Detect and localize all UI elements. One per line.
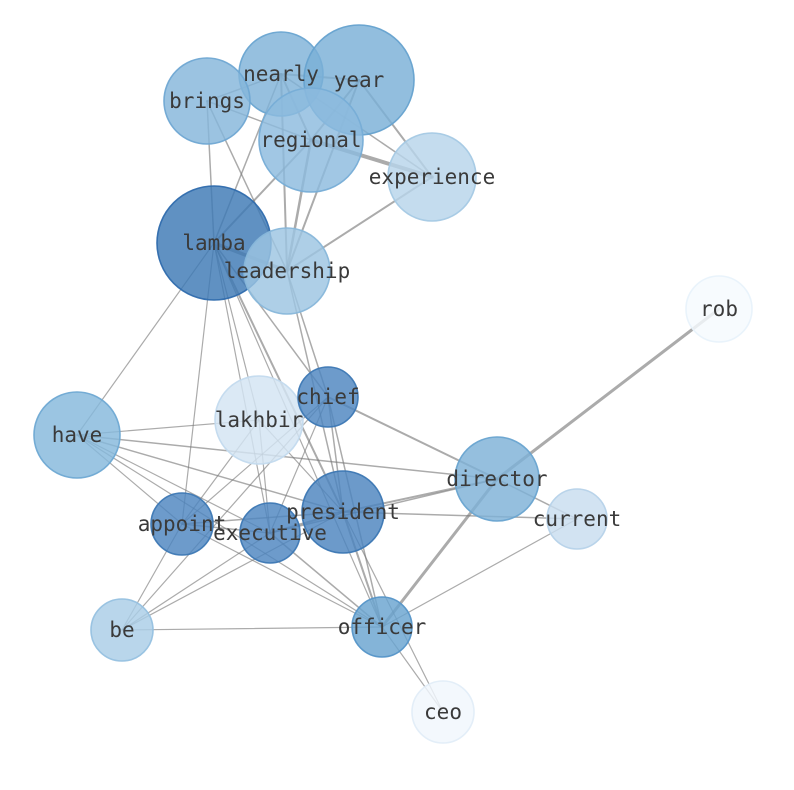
node-leadership <box>243 227 331 315</box>
node-label-leadership: leadership <box>224 259 350 283</box>
node-current <box>546 488 608 550</box>
node-label-ceo: ceo <box>424 700 462 724</box>
node-regional <box>258 87 364 193</box>
edge-be-officer <box>121 626 383 631</box>
node-label-appoint: appoint <box>138 512 227 536</box>
node-label-lamba: lamba <box>182 231 245 255</box>
node-director <box>454 436 540 522</box>
labels-layer: nearly year brings regional experience lamba l… <box>52 62 738 724</box>
node-ceo <box>411 680 475 744</box>
node-executive <box>239 502 301 564</box>
node-label-chief: chief <box>296 385 359 409</box>
node-label-president: president <box>286 500 400 524</box>
node-rob <box>685 275 753 343</box>
node-label-current: current <box>533 507 622 531</box>
node-label-year: year <box>334 68 385 92</box>
node-label-have: have <box>52 423 103 447</box>
node-label-be: be <box>109 618 134 642</box>
node-lakhbir <box>214 375 304 465</box>
edge-appoint-officer <box>181 523 383 628</box>
node-label-executive: executive <box>213 521 327 545</box>
nodes-layer <box>33 24 753 744</box>
edge-have-director <box>76 434 498 480</box>
edge-current-officer <box>381 518 578 628</box>
node-chief <box>297 366 359 428</box>
node-label-rob: rob <box>700 297 738 321</box>
node-president <box>301 470 385 554</box>
node-label-officer: officer <box>338 615 427 639</box>
node-have <box>33 391 121 479</box>
node-brings <box>163 57 251 145</box>
node-label-experience: experience <box>369 165 495 189</box>
node-label-nearly: nearly <box>243 62 319 86</box>
node-experience <box>387 132 477 222</box>
node-label-director: director <box>446 467 547 491</box>
node-officer <box>351 596 413 658</box>
edge-have-president <box>76 434 344 513</box>
node-be <box>90 598 154 662</box>
node-appoint <box>150 492 214 556</box>
node-label-lakhbir: lakhbir <box>215 408 304 432</box>
edge-rob-director <box>495 307 721 481</box>
edge-have-officer <box>76 434 383 628</box>
node-label-brings: brings <box>169 89 245 113</box>
node-label-regional: regional <box>260 128 361 152</box>
